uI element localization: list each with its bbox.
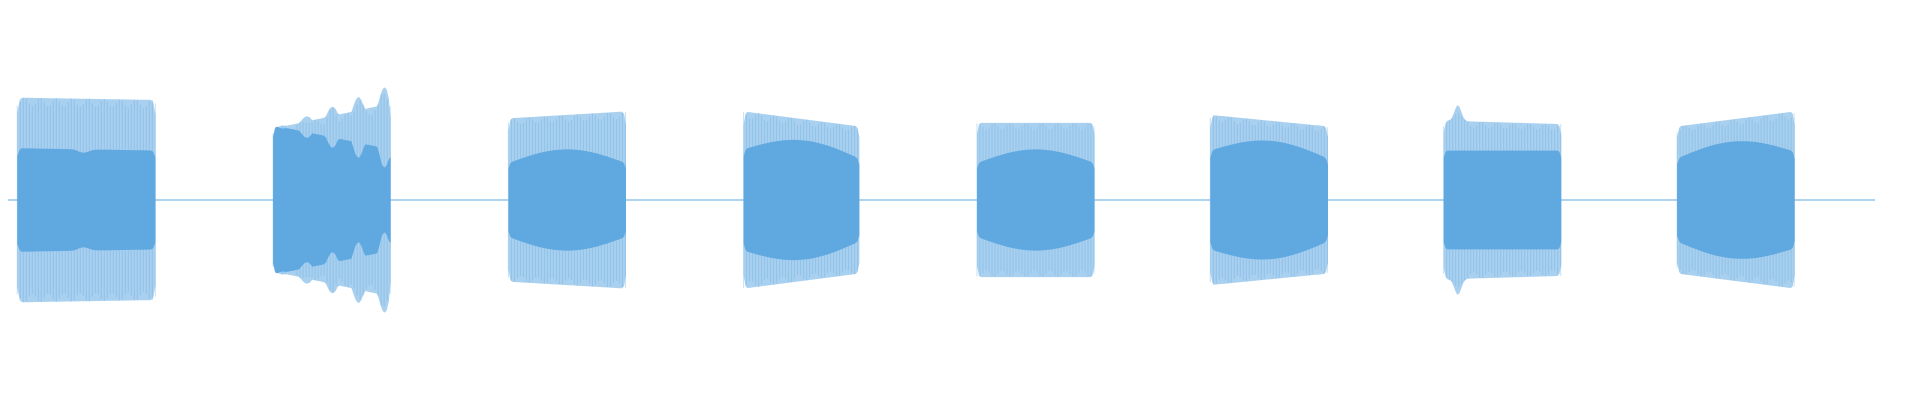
waveform-burst: [16, 97, 156, 303]
waveform-burst: [507, 111, 626, 289]
waveform-bursts: [16, 87, 1795, 313]
waveform-burst: [1209, 115, 1328, 285]
waveform-burst: [976, 122, 1095, 278]
waveform-burst: [272, 87, 391, 313]
burst-inner-envelope: [17, 148, 156, 252]
burst-inner-envelope: [743, 139, 860, 261]
burst-inner-envelope: [1210, 140, 1328, 260]
waveform-burst: [743, 111, 860, 289]
burst-inner-envelope: [273, 126, 391, 274]
burst-inner-envelope: [1677, 141, 1795, 259]
burst-inner-envelope: [508, 149, 626, 251]
burst-inner-envelope: [1443, 150, 1562, 250]
waveform-burst: [1443, 105, 1562, 295]
burst-inner-envelope: [977, 149, 1095, 251]
waveform-burst: [1676, 111, 1795, 289]
